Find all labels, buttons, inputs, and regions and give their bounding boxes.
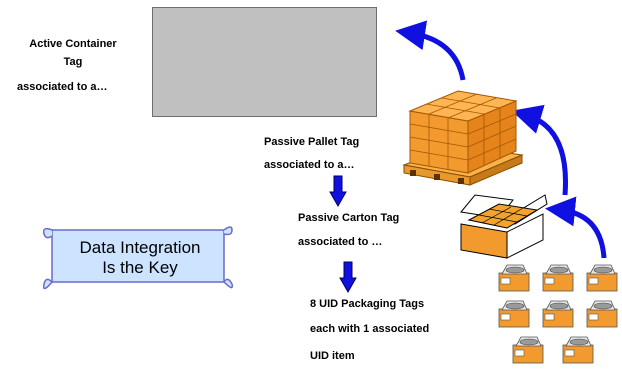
carton-tag-label-line1: Passive Carton Tag [298, 212, 400, 224]
pallet-tag-label-line1: Passive Pallet Tag [264, 136, 360, 148]
active-tag-label-line3: associated to a… [17, 81, 108, 93]
pallet-icon [402, 90, 524, 186]
curved-arrow-middle-icon [511, 104, 569, 196]
scroll-banner-text: Data Integration Is the Key [52, 238, 228, 278]
curved-arrow-bottom-icon [545, 196, 607, 259]
curved-arrow-top-icon [395, 20, 466, 81]
active-container-box [152, 7, 377, 117]
down-arrow-icon-2 [339, 261, 357, 294]
down-arrow-icon [329, 175, 347, 208]
carton-icon [460, 194, 548, 259]
active-tag-label-line1: Active Container [29, 38, 117, 50]
uid-items-icon [498, 264, 618, 364]
uid-tags-label-line3: UID item [310, 350, 355, 362]
active-tag-label-line2: Tag [63, 56, 83, 68]
scroll-text-line2: Is the Key [102, 258, 178, 277]
pallet-tag-label-line2: associated to a… [264, 159, 355, 171]
scroll-banner-icon [42, 226, 234, 290]
scroll-text-line1: Data Integration [79, 238, 201, 257]
uid-tags-label-line1: 8 UID Packaging Tags [310, 298, 425, 310]
carton-tag-label-line2: associated to … [298, 236, 383, 248]
uid-tags-label-line2: each with 1 associated [310, 323, 430, 335]
